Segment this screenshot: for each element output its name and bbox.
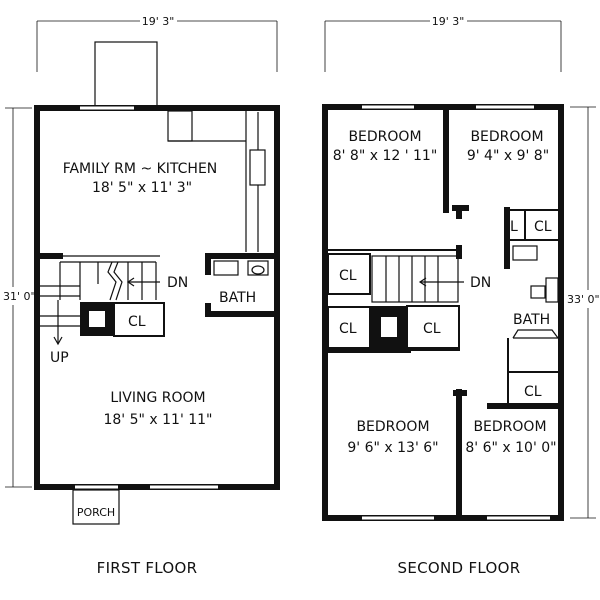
west-lower-closet-label: CL bbox=[339, 321, 357, 337]
se-closet-label: CL bbox=[524, 384, 542, 400]
first-floor-stair-down-label: DN bbox=[167, 275, 188, 291]
chimney bbox=[94, 41, 158, 109]
first-floor-closet bbox=[113, 302, 165, 337]
sink-icon bbox=[512, 245, 538, 261]
living-room-size: 18' 5" x 11' 11" bbox=[103, 412, 212, 428]
first-floor-stairs: DN UP bbox=[40, 261, 188, 366]
first-floor-caption: FIRST FLOOR bbox=[97, 559, 198, 577]
bedroom-sw-size: 9' 6" x 13' 6" bbox=[347, 440, 438, 456]
family-kitchen-size: 18' 5" x 11' 3" bbox=[92, 180, 192, 196]
first-floor-width-dimension: 19' 3" bbox=[36, 15, 278, 72]
middle-closet bbox=[406, 305, 460, 349]
linen-label: L bbox=[510, 219, 518, 235]
bedroom-se-name: BEDROOM bbox=[473, 419, 546, 435]
second-floor-plan: 19' 3" 33' 0" L CL bbox=[322, 15, 600, 577]
porch bbox=[72, 489, 120, 525]
second-floor-stair-down-label: DN bbox=[470, 275, 491, 291]
first-floor-depth-dimension: 31' 0" bbox=[3, 107, 36, 488]
toilet-icon bbox=[247, 260, 269, 276]
west-upper-closet-label: CL bbox=[339, 268, 357, 284]
porch-label: PORCH bbox=[77, 506, 115, 519]
second-floor-depth-label: 33' 0" bbox=[567, 293, 600, 306]
second-floor-width-label: 19' 3" bbox=[432, 15, 465, 28]
kitchen-counters bbox=[167, 110, 266, 252]
second-floor-caption: SECOND FLOOR bbox=[398, 559, 521, 577]
second-floor-width-dimension: 19' 3" bbox=[324, 15, 562, 72]
bedroom-ne-name: BEDROOM bbox=[470, 129, 543, 145]
first-floor-bath-label: BATH bbox=[219, 290, 256, 306]
second-floor-linen-closet: L CL bbox=[506, 209, 562, 241]
family-kitchen-name: FAMILY RM ~ KITCHEN bbox=[63, 161, 218, 177]
bedroom-nw-size: 8' 8" x 12 ' 11" bbox=[333, 148, 438, 164]
bedroom-nw-name: BEDROOM bbox=[348, 129, 421, 145]
first-floor-width-label: 19' 3" bbox=[142, 15, 175, 28]
middle-closet-label: CL bbox=[423, 321, 441, 337]
second-floor-stairs: DN bbox=[371, 255, 491, 303]
first-floor-depth-label: 31' 0" bbox=[3, 290, 36, 303]
first-floor-bath: BATH bbox=[205, 253, 280, 317]
second-floor-bath: BATH bbox=[504, 207, 559, 372]
sink-icon bbox=[213, 260, 239, 276]
first-floor-closet-label: CL bbox=[128, 314, 146, 330]
living-room-name: LIVING ROOM bbox=[110, 390, 205, 406]
first-floor-plan: 19' 3" 31' 0" bbox=[3, 15, 280, 577]
first-floor-stair-up-label: UP bbox=[50, 350, 69, 366]
second-floor-depth-dimension: 33' 0" bbox=[567, 106, 600, 519]
bedroom-se-size: 8' 6" x 10' 0" bbox=[465, 440, 556, 456]
toilet-icon bbox=[530, 285, 546, 299]
ne-closet-label: CL bbox=[534, 219, 552, 235]
west-upper-closet bbox=[327, 253, 371, 295]
bedroom-sw-name: BEDROOM bbox=[356, 419, 429, 435]
second-floor-bath-label: BATH bbox=[513, 312, 550, 328]
bedroom-ne-size: 9' 4" x 9' 8" bbox=[467, 148, 549, 164]
